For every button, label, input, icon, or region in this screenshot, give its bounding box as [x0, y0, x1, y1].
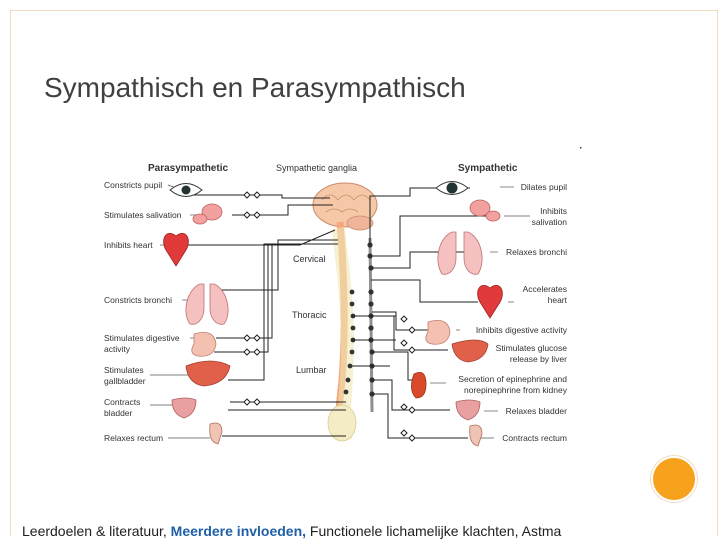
brain-folds	[321, 194, 371, 213]
para-effect-constricts-pupil: Constricts pupil	[104, 180, 162, 190]
lungs-icon	[437, 231, 483, 275]
cerebellum-shape	[346, 215, 374, 231]
symp-effect-relaxes-bladder: Relaxes bladder	[506, 406, 568, 416]
symp-effect-inhibits-digestive: Inhibits digestive activity	[476, 325, 568, 335]
header-sympathetic-ganglia: Sympathetic ganglia	[276, 163, 357, 173]
para-effect-inhibits-heart: Inhibits heart	[104, 240, 153, 250]
kidney-icon	[411, 371, 427, 399]
liver-icon	[185, 360, 231, 387]
salivary-gland-icon	[469, 199, 501, 222]
parasympathetic-ganglion-markers	[243, 191, 261, 406]
sympathetic-pathways	[352, 187, 492, 439]
liver-icon	[451, 339, 489, 363]
sacrum-shape	[327, 404, 357, 442]
marker-dot	[580, 147, 582, 149]
stomach-icon	[425, 319, 451, 345]
lungs-icon	[185, 283, 229, 325]
bladder-icon	[171, 397, 197, 419]
accent-circle	[651, 456, 697, 502]
header-sympathetic: Sympathetic	[458, 163, 518, 174]
slide-title: Sympathisch en Parasympathisch	[44, 72, 466, 103]
symp-effect-relaxes-bronchi: Relaxes bronchi	[506, 247, 567, 257]
sympathetic-ganglion-markers	[400, 315, 416, 442]
eye-icon	[169, 183, 203, 197]
bladder-icon	[455, 399, 481, 421]
rectum-icon	[469, 424, 483, 447]
rectum-icon	[209, 422, 223, 445]
heart-icon	[163, 233, 189, 267]
heart-icon	[477, 285, 503, 319]
region-label-thoracic: Thoracic	[292, 310, 327, 320]
stomach-icon	[191, 331, 217, 357]
frame-right-line	[717, 10, 718, 536]
footer-part-1: Leerdoelen & literatuur,	[22, 523, 171, 539]
eye-icon	[435, 181, 469, 195]
salivary-gland-icon	[192, 203, 223, 225]
symp-effect-contracts-rectum: Contracts rectum	[502, 433, 567, 443]
para-effect-constricts-bronchi: Constricts bronchi	[104, 295, 172, 305]
frame-top-line	[10, 10, 718, 11]
frame-left-line	[10, 10, 11, 536]
footer-highlight: Meerdere invloeden,	[170, 523, 307, 539]
region-label-cervical: Cervical	[293, 254, 326, 264]
region-label-lumbar: Lumbar	[296, 365, 327, 375]
footer-part-2: Functionele lichamelijke klachten, Astma	[306, 523, 562, 539]
sympathetic-chain	[368, 237, 374, 413]
para-effect-relaxes-rectum: Relaxes rectum	[104, 433, 163, 443]
symp-effect-dilates-pupil: Dilates pupil	[521, 182, 567, 192]
header-parasympathetic: Parasympathetic	[148, 163, 228, 174]
footer-navigation: Leerdoelen & literatuur, Meerdere invloe…	[22, 523, 561, 539]
para-effect-stimulates-salivation: Stimulates salivation	[104, 210, 182, 220]
